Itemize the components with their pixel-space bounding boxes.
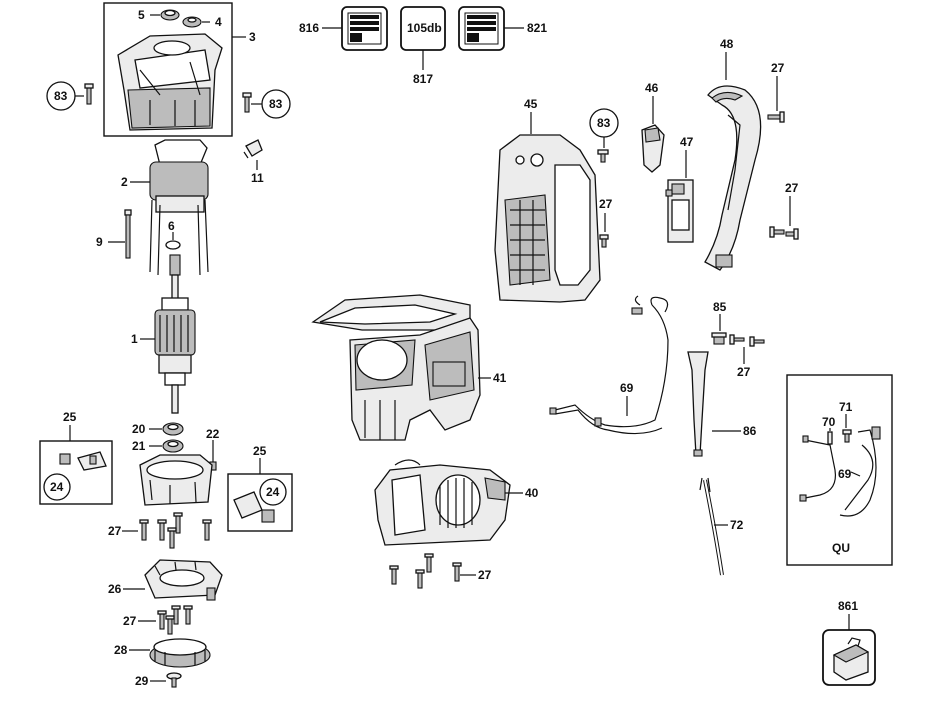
label-11: 11 xyxy=(251,171,264,185)
label-41: 41 xyxy=(493,371,507,385)
qu-wiring xyxy=(799,426,881,517)
label-27-e: 27 xyxy=(771,61,785,75)
label-27-d: 27 xyxy=(599,197,613,211)
label-5: 5 xyxy=(138,8,145,22)
case-861-icon xyxy=(822,629,876,686)
lower-housing-40 xyxy=(374,459,511,546)
brush-ring-26 xyxy=(144,559,223,601)
label-69-b: 69 xyxy=(838,467,852,481)
bearing-21 xyxy=(162,439,184,453)
label-4: 4 xyxy=(215,15,222,29)
trigger-46 xyxy=(641,124,665,173)
label-71: 71 xyxy=(839,400,853,414)
rear-housing-45 xyxy=(494,134,601,303)
label-icon-817: 105db xyxy=(400,6,446,51)
label-47: 47 xyxy=(680,135,694,149)
label-3: 3 xyxy=(249,30,256,44)
handle-48 xyxy=(704,85,762,271)
label-22: 22 xyxy=(206,427,220,441)
label-817: 817 xyxy=(413,72,433,86)
screw-83-mid xyxy=(597,149,609,163)
motor-housing-41 xyxy=(311,294,481,441)
label-816: 816 xyxy=(299,21,319,35)
clip-11 xyxy=(243,139,263,159)
label-83-mid: 83 xyxy=(597,116,611,130)
screw-83-right xyxy=(242,92,252,113)
label-27-b: 27 xyxy=(123,614,137,628)
gearbox-group-frame xyxy=(103,2,233,137)
callout-circle-83-right xyxy=(261,89,291,119)
screw-29 xyxy=(166,672,182,688)
decibel-label: 105db xyxy=(407,21,442,35)
gear-housing xyxy=(117,33,223,131)
label-27-a: 27 xyxy=(108,524,122,538)
label-45: 45 xyxy=(524,97,538,111)
screw-27-e xyxy=(767,111,785,123)
callout-circle-24-left xyxy=(43,473,71,501)
label-69-a: 69 xyxy=(620,381,634,395)
label-25-left: 25 xyxy=(63,410,77,424)
brush-kit-frame-left xyxy=(39,440,113,505)
label-83-left: 83 xyxy=(54,89,68,103)
callout-circle-24-right xyxy=(259,478,287,506)
bearing-5 xyxy=(160,9,180,21)
label-1: 1 xyxy=(131,332,138,346)
label-821: 821 xyxy=(527,21,547,35)
label-27-c: 27 xyxy=(478,568,492,582)
label-48: 48 xyxy=(720,37,734,51)
bearing-20 xyxy=(162,422,184,436)
screws-27-group-c xyxy=(389,553,462,589)
label-24-left: 24 xyxy=(50,480,64,494)
label-27-f: 27 xyxy=(785,181,799,195)
brush-left-b xyxy=(77,451,107,471)
screws-27-group-a xyxy=(139,512,212,549)
field-coil-2 xyxy=(149,139,209,276)
label-25-right: 25 xyxy=(253,444,267,458)
washer-6 xyxy=(165,240,181,250)
label-70: 70 xyxy=(822,415,836,429)
label-6: 6 xyxy=(168,219,175,233)
label-21: 21 xyxy=(132,439,146,453)
qu-part-70 xyxy=(827,431,833,445)
label-72: 72 xyxy=(730,518,744,532)
screws-27-group-g xyxy=(729,334,765,347)
screws-27-group-b xyxy=(157,605,193,635)
label-29: 29 xyxy=(135,674,149,688)
brush-left-a xyxy=(59,453,71,465)
label-28: 28 xyxy=(114,643,128,657)
label-85: 85 xyxy=(713,300,727,314)
ring-28 xyxy=(149,638,211,668)
label-icon-821 xyxy=(458,6,505,51)
switch-47 xyxy=(665,179,694,243)
cable-69 xyxy=(549,295,669,435)
label-2: 2 xyxy=(121,175,128,189)
brush-right xyxy=(233,491,275,523)
label-20: 20 xyxy=(132,422,146,436)
power-cord-72 xyxy=(699,477,724,576)
label-icon-816 xyxy=(341,6,388,51)
screw-83-left xyxy=(84,83,94,105)
qu-part-71 xyxy=(842,429,852,443)
cord-guard-86 xyxy=(687,351,709,457)
gear-4 xyxy=(182,16,202,28)
label-9: 9 xyxy=(96,235,103,249)
label-86: 86 xyxy=(743,424,757,438)
armature-1 xyxy=(154,254,196,414)
screw-27-d xyxy=(599,234,609,248)
label-40: 40 xyxy=(525,486,539,500)
label-24-right: 24 xyxy=(266,485,280,499)
label-26: 26 xyxy=(108,582,122,596)
screw-27-f xyxy=(769,226,799,240)
qu-label: QU xyxy=(832,541,850,555)
cord-clamp-85 xyxy=(711,332,727,345)
label-27-g: 27 xyxy=(737,365,751,379)
long-screw-9 xyxy=(124,209,132,259)
label-83-right: 83 xyxy=(269,97,283,111)
label-46: 46 xyxy=(645,81,659,95)
brush-holder-housing xyxy=(139,454,213,506)
label-861: 861 xyxy=(838,599,858,613)
qu-variant-frame xyxy=(786,374,893,566)
